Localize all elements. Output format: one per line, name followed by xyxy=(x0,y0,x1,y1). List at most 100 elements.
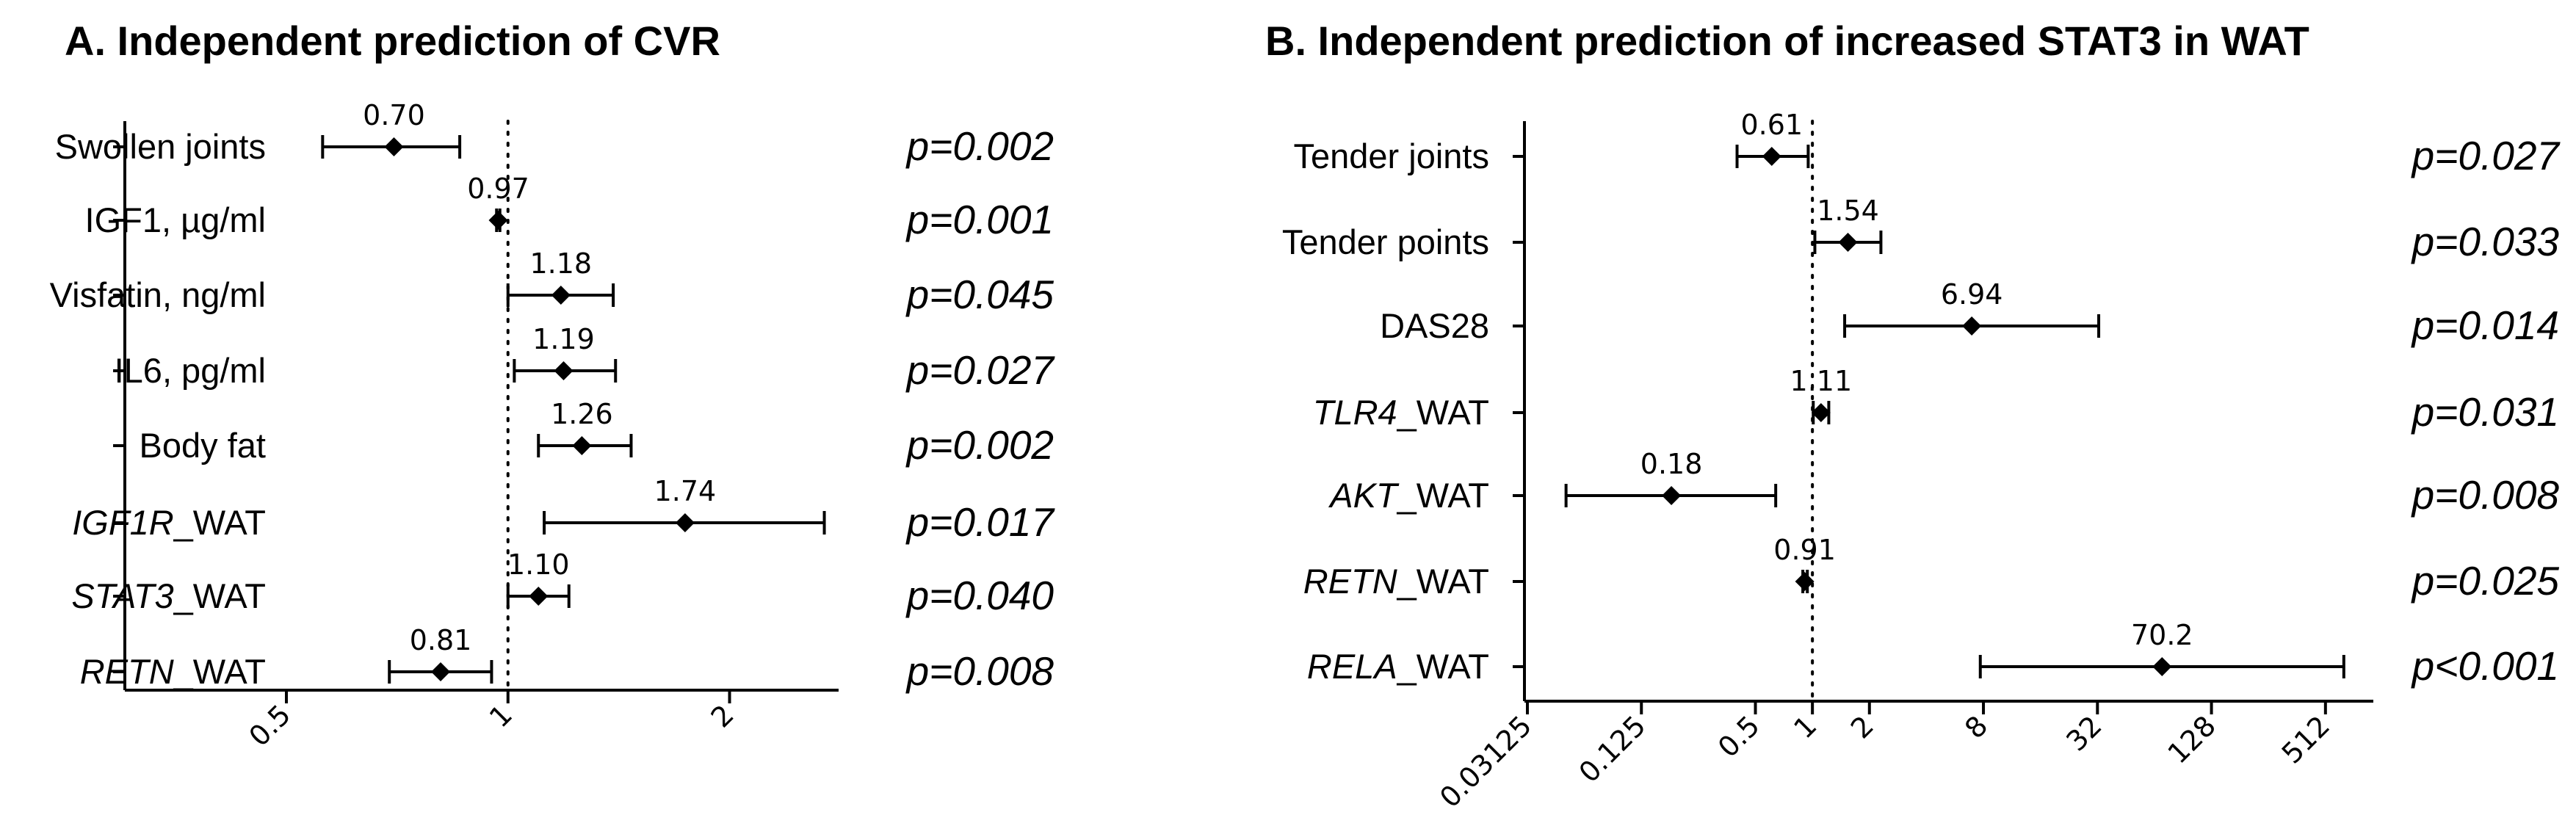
panel-a-estimate-label: 0.81 xyxy=(410,624,472,656)
panel-a-estimate-label: 1.19 xyxy=(532,323,595,355)
panel-a-estimate-label: 0.70 xyxy=(363,99,425,131)
panel-a-row-label-part: IGF1R xyxy=(72,503,173,542)
panel-b-x-tick-label: 2 xyxy=(1845,709,1880,744)
panel-a-row-label-part: IL6, pg/ml xyxy=(115,351,266,390)
panel-b-row-label: Tender joints xyxy=(1294,137,1490,175)
panel-a-p-value: p=0.017 xyxy=(905,499,1056,545)
panel-b-row-label-part: _WAT xyxy=(1397,393,1489,432)
panel-b-p-value: p<0.001 xyxy=(2411,643,2559,689)
panel-b-row-label-part: RELA xyxy=(1307,647,1397,686)
panel-a-row-label: Visfatin, ng/ml xyxy=(50,275,266,314)
panel-b-x-tick-label: 0.5 xyxy=(1712,709,1766,764)
panel-b-estimate-label: 0.91 xyxy=(1773,534,1836,566)
panel-a-p-value: p=0.002 xyxy=(905,422,1054,468)
panel-b: B. Independent prediction of increased S… xyxy=(1265,18,2561,814)
panel-b-p-value: p=0.031 xyxy=(2411,389,2559,435)
panel-a-estimate-label: 1.74 xyxy=(654,475,717,507)
panel-a-estimate-label: 1.10 xyxy=(507,548,570,581)
panel-b-p-value: p=0.008 xyxy=(2411,472,2560,518)
panel-a-estimate-marker xyxy=(488,211,508,230)
panel-b-x-tick-label: 512 xyxy=(2276,709,2336,769)
panel-a-x-tick-label: 0.5 xyxy=(243,698,297,753)
panel-a-row-label-part: STAT3 xyxy=(71,576,173,615)
panel-b-p-value: p=0.027 xyxy=(2411,133,2561,178)
panel-b-estimate-marker xyxy=(1838,233,1858,252)
panel-b-x-tick-label: 1 xyxy=(1787,709,1823,744)
panel-b-estimate-label: 0.61 xyxy=(1740,109,1803,141)
panel-b-x-tick-label: 8 xyxy=(1958,709,1994,744)
panel-a-row-label-part: _WAT xyxy=(173,503,266,542)
panel-b-estimate-label: 6.94 xyxy=(1941,278,2003,311)
panel-a-row-label-part: RETN xyxy=(80,652,174,691)
panel-b-estimate-marker xyxy=(1762,147,1781,166)
panel-a: A. Independent prediction of CVR 0.5 1 2 Sw… xyxy=(50,18,1056,753)
panel-a-row-label: Swollen joints xyxy=(55,127,266,166)
panel-b-estimate-marker xyxy=(1811,403,1831,422)
panel-a-p-value: p=0.008 xyxy=(905,648,1054,694)
panel-a-p-value: p=0.045 xyxy=(905,272,1054,317)
panel-a-row-label: IL6, pg/ml xyxy=(115,351,266,390)
panel-a-estimate-label: 1.18 xyxy=(530,247,593,280)
panel-b-estimate-marker xyxy=(1662,486,1682,505)
panel-a-row-label: RETN_WAT xyxy=(80,652,266,691)
panel-a-x-tick-label: 1 xyxy=(483,698,518,733)
panel-a-row-label: IGF1R_WAT xyxy=(72,503,266,542)
panel-a-row-label: Body fat xyxy=(140,426,266,465)
panel-a-row-label-part: _WAT xyxy=(173,576,266,615)
panel-a-row-label: IGF1, µg/ml xyxy=(85,200,266,239)
panel-a-estimate-label: 1.26 xyxy=(551,398,613,430)
panel-a-p-value: p=0.040 xyxy=(905,573,1054,618)
panel-b-row-label: Tender points xyxy=(1282,222,1489,261)
panel-b-row-label-part: _WAT xyxy=(1397,562,1489,601)
panel-a-estimate-marker xyxy=(384,137,404,156)
panel-b-row-label: RETN_WAT xyxy=(1303,562,1489,601)
panel-b-row-label-part: RETN xyxy=(1303,562,1397,601)
panel-a-p-value: p=0.002 xyxy=(905,123,1054,169)
panel-a-row-label: STAT3_WAT xyxy=(71,576,266,615)
panel-b-title: B. Independent prediction of increased S… xyxy=(1265,18,2309,64)
panel-b-row-label-part: _WAT xyxy=(1397,647,1489,686)
panel-a-p-value: p=0.027 xyxy=(905,347,1056,393)
panel-a-p-value: p=0.001 xyxy=(905,197,1054,242)
panel-a-estimate-marker xyxy=(551,286,571,305)
panel-a-title: A. Independent prediction of CVR xyxy=(65,18,720,64)
panel-b-estimate-marker xyxy=(1962,316,1982,336)
panel-a-estimate-marker xyxy=(529,587,549,606)
panel-b-row-label-part: AKT xyxy=(1328,476,1400,515)
panel-b-row-label-part: DAS28 xyxy=(1380,306,1489,345)
panel-a-row-label-part: _WAT xyxy=(173,652,266,691)
panel-b-estimate-label: 70.2 xyxy=(2131,619,2193,651)
panel-b-estimate-marker xyxy=(1795,572,1815,591)
panel-b-row-label-part: TLR4 xyxy=(1313,393,1397,432)
panel-b-x-tick-label: 0.03125 xyxy=(1433,709,1538,814)
panel-b-estimate-label: 1.54 xyxy=(1817,195,1879,227)
panel-a-row-label-part: IGF1, µg/ml xyxy=(85,200,266,239)
panel-a-estimate-marker xyxy=(572,436,592,455)
panel-b-row-label-part: _WAT xyxy=(1397,476,1489,515)
panel-b-row-label: AKT_WAT xyxy=(1328,476,1489,515)
panel-b-row-label: TLR4_WAT xyxy=(1313,393,1489,432)
panel-b-row-label: RELA_WAT xyxy=(1307,647,1489,686)
panel-b-p-value: p=0.033 xyxy=(2411,219,2560,264)
panel-b-estimate-marker xyxy=(2152,657,2172,676)
panel-b-x-tick-label: 128 xyxy=(2162,709,2222,769)
panel-a-x-tick-label: 2 xyxy=(705,698,740,733)
panel-b-row-label-part: Tender points xyxy=(1282,222,1489,261)
panel-a-estimate-marker xyxy=(431,662,451,681)
panel-b-row-label-part: Tender joints xyxy=(1294,137,1490,175)
panel-b-estimate-label: 0.18 xyxy=(1640,448,1703,480)
panel-b-p-value: p=0.025 xyxy=(2411,558,2560,604)
panel-a-row-label-part: Body fat xyxy=(140,426,266,465)
panel-b-estimate-label: 1.11 xyxy=(1790,365,1853,397)
panel-a-row-label-part: Visfatin, ng/ml xyxy=(50,275,266,314)
panel-a-estimate-marker xyxy=(554,361,574,380)
panel-b-p-value: p=0.014 xyxy=(2411,302,2559,348)
panel-a-estimate-label: 0.97 xyxy=(467,173,529,205)
panel-a-row-label-part: Swollen joints xyxy=(55,127,266,166)
panel-b-x-tick-label: 32 xyxy=(2060,709,2108,757)
panel-b-row-label: DAS28 xyxy=(1380,306,1489,345)
panel-b-x-tick-label: 0.125 xyxy=(1573,709,1652,789)
